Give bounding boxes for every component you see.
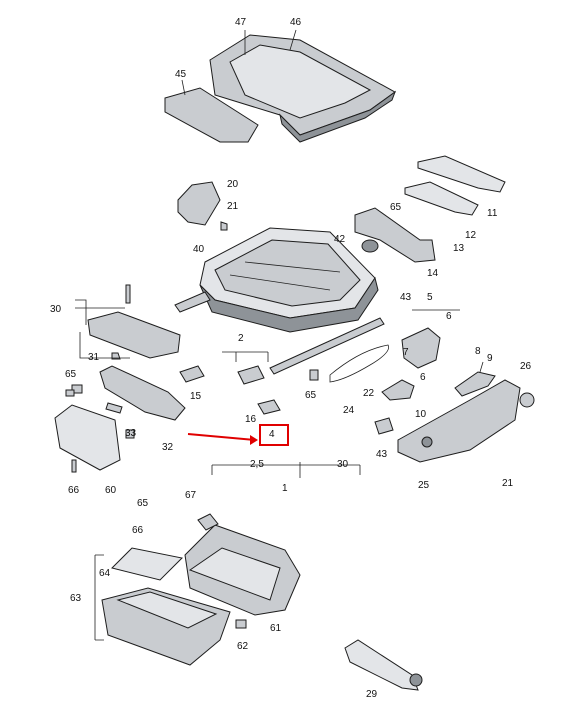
callout-label-11-6: 11 (487, 208, 498, 219)
callout-label-32-33: 32 (162, 442, 174, 453)
pad (164, 87, 259, 143)
callout-label-25-34: 25 (418, 480, 430, 491)
callout-label-21-35: 21 (502, 478, 514, 489)
callout-label-1-40: 1 (282, 483, 288, 494)
recliner (401, 327, 441, 369)
seat-frame (174, 227, 385, 375)
callout-label-29-48: 29 (366, 689, 378, 700)
callout-label-43-32: 43 (376, 449, 388, 460)
mat (111, 547, 184, 581)
seat-cushion (209, 29, 397, 143)
front-trim (99, 365, 186, 421)
callout-label-21-4: 21 (227, 201, 239, 212)
rail-lower (404, 181, 479, 216)
callout-label-65-41: 65 (137, 498, 149, 509)
callout-label-63-45: 63 (70, 593, 82, 604)
callout-label-30-39: 30 (337, 459, 349, 470)
callout-label-6-14: 6 (446, 311, 452, 322)
callout-label-10-29: 10 (415, 409, 427, 420)
callout-label-14-10: 14 (427, 268, 439, 279)
callout-label-2-16: 2 (238, 333, 244, 344)
callout-label-42-8: 42 (334, 234, 346, 245)
callout-label-24-28: 24 (343, 405, 355, 416)
highlight-box (259, 424, 289, 446)
callout-label-64-44: 64 (99, 568, 111, 579)
callout-label-66-43: 66 (132, 525, 144, 536)
callout-label-8-20: 8 (475, 346, 481, 357)
callout-label-30-15: 30 (50, 304, 62, 315)
link (454, 371, 496, 397)
callout-label-33-30: 33 (125, 428, 137, 439)
callout-label-25-38: 2,5 (250, 459, 264, 470)
clip-16 (237, 365, 265, 385)
callout-label-31-17: 31 (88, 352, 100, 363)
callout-label-5-12: 5 (427, 292, 433, 303)
callout-label-47-0: 47 (235, 17, 247, 28)
callout-label-61-46: 61 (270, 623, 282, 634)
storage-drawer (101, 587, 231, 666)
callout-label-62-47: 62 (237, 641, 249, 652)
bracket (177, 181, 221, 226)
callout-label-66-37: 66 (68, 485, 80, 496)
grease-tube (344, 639, 419, 691)
callout-label-43-13: 43 (400, 292, 412, 303)
small-drawer (54, 404, 121, 471)
callout-label-65-5: 65 (390, 202, 402, 213)
callout-label-46-1: 46 (290, 17, 302, 28)
callout-label-9-21: 9 (487, 353, 493, 364)
rail-upper (417, 155, 506, 193)
callout-label-15-26: 15 (190, 391, 202, 402)
callout-label-7-19: 7 (403, 347, 409, 358)
callout-label-67-42: 67 (185, 490, 197, 501)
callout-label-22-24: 22 (363, 388, 375, 399)
tray (87, 311, 181, 359)
callout-label-13-9: 13 (453, 243, 465, 254)
callout-label-20-3: 20 (227, 179, 239, 190)
callout-label-4-31: 4 (269, 429, 275, 440)
callout-label-16-27: 16 (245, 414, 257, 425)
callout-label-6-23: 6 (420, 372, 426, 383)
height-adjuster (354, 207, 436, 263)
callout-label-45-2: 45 (175, 69, 187, 80)
lever (381, 379, 415, 401)
clip-15 (179, 365, 205, 383)
callout-label-40-11: 40 (193, 244, 205, 255)
callout-label-60-36: 60 (105, 485, 117, 496)
callout-label-12-7: 12 (465, 230, 477, 241)
callout-label-26-22: 26 (520, 361, 532, 372)
cable (329, 344, 389, 383)
callout-label-65-25: 65 (305, 390, 317, 401)
part-4 (257, 399, 281, 415)
callout-label-65-18: 65 (65, 369, 77, 380)
red-arrow (187, 433, 256, 441)
